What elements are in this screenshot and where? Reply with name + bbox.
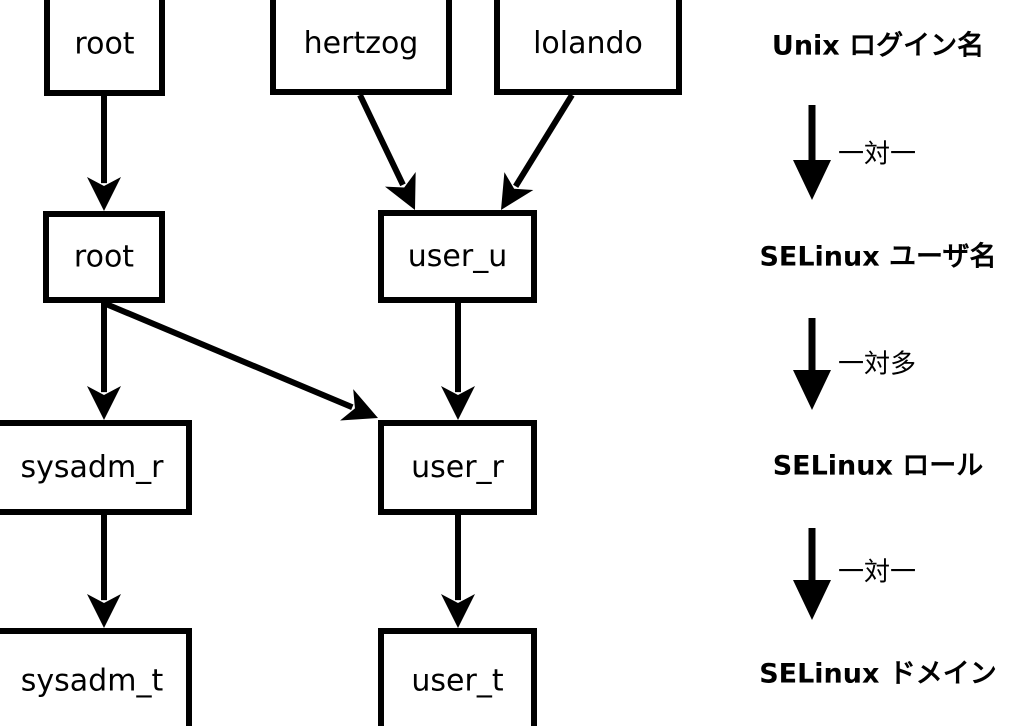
edge-role-user-to-domain-user: [441, 515, 475, 628]
legend-cardinality-label: 一対一: [838, 558, 916, 588]
node-box: [43, 211, 165, 303]
legend-arrow-head: [793, 370, 831, 410]
legend-unix-login-label: Unix ログイン名: [772, 30, 984, 62]
edge-unix-lolando-to-seuser-user: [501, 93, 575, 210]
edge-role-sysadm-to-domain-sysadm: [87, 515, 121, 628]
edge-arrowhead: [340, 389, 378, 421]
node-label: hertzog: [304, 26, 419, 61]
edge-arrowhead: [384, 171, 416, 210]
edge-unix-root-to-seuser-root: [87, 96, 121, 211]
legend-arrow-one-to-one-domain: 一対一: [793, 528, 916, 620]
node-seuser-user[interactable]: user_u: [378, 210, 537, 303]
legend-arrow-head: [793, 160, 831, 200]
legend-selinux-role-label: SELinux ロール: [773, 451, 984, 482]
node-box: [378, 628, 537, 726]
node-label: root: [74, 240, 134, 275]
node-role-sysadm[interactable]: sysadm_r: [0, 420, 192, 515]
node-role-user[interactable]: user_r: [378, 420, 537, 515]
node-label: lolando: [533, 26, 643, 61]
edge-shaft: [513, 93, 575, 188]
legend-arrow-one-to-many-role: 一対多: [793, 318, 916, 410]
edge-shaft: [357, 93, 406, 187]
edge-arrowhead: [501, 172, 534, 210]
node-seuser-root[interactable]: root: [43, 211, 165, 303]
edge-arrowhead: [441, 386, 475, 420]
node-label: user_r: [411, 450, 504, 485]
node-label: sysadm_t: [21, 664, 164, 699]
node-label: root: [74, 27, 134, 62]
node-box: [378, 420, 537, 515]
edge-arrowhead: [87, 594, 121, 628]
node-label: user_u: [408, 239, 507, 274]
legend-cardinality-label: 一対一: [838, 140, 916, 170]
node-label: user_t: [411, 664, 503, 699]
legend-selinux-domain-label: SELinux ドメイン: [759, 659, 997, 690]
edge-shaft: [104, 301, 354, 410]
edge-unix-hertzog-to-seuser-user: [357, 93, 416, 210]
edge-arrowhead: [441, 594, 475, 628]
edge-seuser-user-to-role-user: [441, 303, 475, 420]
node-box: [494, 0, 682, 95]
node-unix-hertzog[interactable]: hertzog: [270, 0, 452, 95]
node-box: [0, 420, 192, 515]
node-unix-lolando[interactable]: lolando: [494, 0, 682, 95]
edge-arrowhead: [87, 177, 121, 211]
edges-layer: [87, 93, 575, 628]
legend-arrow-head: [793, 580, 831, 620]
node-box: [44, 0, 165, 96]
node-box: [0, 628, 192, 726]
node-domain-sysadm[interactable]: sysadm_t: [0, 628, 192, 726]
node-unix-root[interactable]: root: [44, 0, 165, 96]
node-box: [270, 0, 452, 95]
edge-seuser-root-to-role-sysadm: [87, 303, 121, 420]
node-domain-user[interactable]: user_t: [378, 628, 537, 726]
legend-selinux-user-label: SELinux ユーザ名: [759, 241, 996, 273]
edge-arrowhead: [87, 386, 121, 420]
node-label: sysadm_r: [21, 450, 165, 485]
legend-layer: Unix ログイン名 SELinux ユーザ名 SELinux ロール SELinux…: [759, 30, 997, 690]
edge-seuser-root-to-role-user: [104, 301, 378, 421]
legend-arrow-one-to-one-user: 一対一: [793, 105, 916, 200]
legend-cardinality-label: 一対多: [838, 350, 916, 380]
node-box: [378, 210, 537, 303]
